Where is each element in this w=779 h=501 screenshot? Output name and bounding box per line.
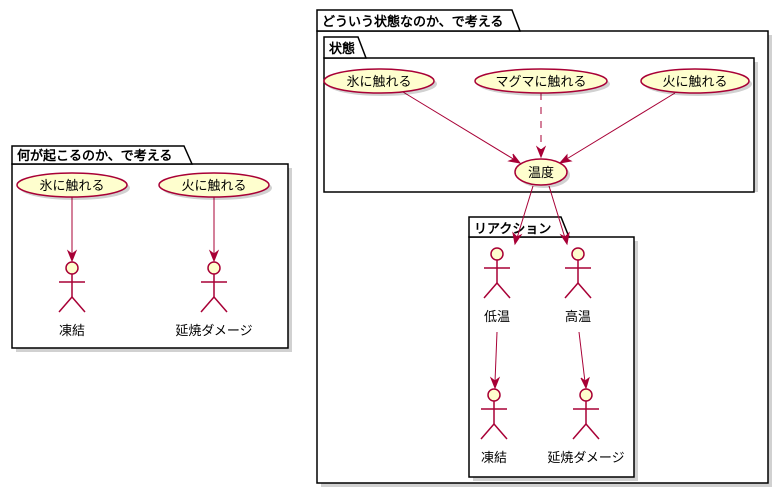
arrowhead bbox=[66, 249, 78, 263]
actor-low-temp-label: 低温 bbox=[484, 310, 510, 325]
usecase-state-ice-label: 氷に触れる bbox=[346, 75, 411, 90]
actor-left-burn: 延焼ダメージ bbox=[175, 261, 253, 339]
arrowhead bbox=[535, 145, 547, 159]
package-left-title: 何が起こるのか、で考える bbox=[17, 148, 172, 164]
arrowhead bbox=[507, 153, 522, 164]
arrowhead bbox=[512, 231, 523, 246]
actor-high-temp-label: 高温 bbox=[565, 309, 591, 325]
edge-high-burn bbox=[578, 331, 586, 383]
edge-temp-low bbox=[516, 185, 534, 239]
actor-high-temp: 高温 bbox=[564, 247, 592, 325]
package-right-title: どういう状態なのか、で考える bbox=[322, 14, 503, 30]
edge-low-freeze bbox=[494, 331, 498, 383]
usecase-left-ice-label: 氷に触れる bbox=[39, 179, 104, 194]
edge-ice-temp bbox=[402, 91, 516, 161]
actor-reaction-freeze-label: 凍結 bbox=[481, 450, 507, 466]
actor-low-temp: 低温 bbox=[483, 247, 511, 325]
usecase-state-magma-label: マグマに触れる bbox=[495, 75, 586, 90]
actor-reaction-burn-label: 延焼ダメージ bbox=[547, 451, 624, 466]
arrowhead bbox=[580, 376, 590, 390]
actor-left-freeze: 凍結 bbox=[58, 261, 86, 339]
usecase-left-fire: 火に触れる bbox=[158, 172, 272, 200]
package-state-title: 状態 bbox=[329, 41, 355, 57]
arrowhead bbox=[489, 376, 501, 390]
arrowhead bbox=[558, 153, 573, 164]
usecase-state-fire: 火に触れる bbox=[640, 68, 752, 96]
usecase-temperature-label: 温度 bbox=[528, 165, 554, 181]
package-reaction-title: リアクション bbox=[474, 222, 551, 237]
usecase-state-magma: マグマに触れる bbox=[474, 68, 610, 96]
usecase-left-ice: 氷に触れる bbox=[16, 172, 130, 200]
package-reaction: リアクション bbox=[468, 216, 638, 481]
edges bbox=[66, 91, 676, 390]
usecase-state-ice: 氷に触れる bbox=[323, 68, 437, 96]
actor-reaction-burn: 延焼ダメージ bbox=[547, 388, 625, 466]
usecase-temperature: 温度 bbox=[514, 158, 570, 188]
edge-fire-temp bbox=[564, 92, 676, 161]
usecase-left-fire-label: 火に触れる bbox=[181, 179, 246, 194]
actor-left-burn-label: 延焼ダメージ bbox=[175, 324, 252, 339]
actor-left-freeze-label: 凍結 bbox=[59, 323, 85, 339]
edge-temp-high bbox=[548, 185, 566, 239]
usecase-state-fire-label: 火に触れる bbox=[662, 75, 727, 90]
actor-reaction-freeze: 凍結 bbox=[480, 388, 508, 466]
arrowhead bbox=[559, 231, 570, 246]
arrowhead bbox=[208, 249, 220, 263]
